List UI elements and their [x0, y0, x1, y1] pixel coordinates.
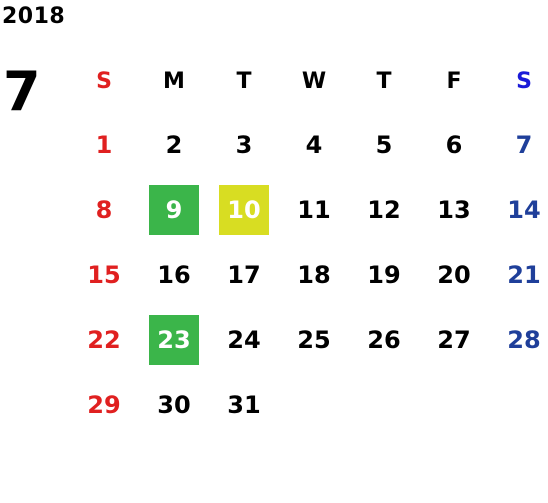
day-cell[interactable]: 13: [419, 177, 489, 242]
day-cell[interactable]: 20: [419, 242, 489, 307]
day-number: 29: [87, 390, 121, 419]
day-number-highlight-green: 9: [149, 184, 199, 235]
day-number: [289, 380, 339, 430]
day-cell[interactable]: 11: [279, 177, 349, 242]
day-number: 26: [367, 325, 401, 354]
day-cell[interactable]: 27: [419, 307, 489, 372]
day-number: 1: [95, 130, 113, 159]
day-number: 20: [437, 260, 471, 289]
day-cell[interactable]: 28: [489, 307, 548, 372]
day-number-highlight-yellow: 10: [219, 184, 269, 235]
day-number: [359, 380, 409, 430]
day-number: 13: [437, 195, 471, 224]
day-cell-highlighted[interactable]: 10: [209, 177, 279, 242]
weekday-friday: F: [446, 68, 462, 94]
week-row-4: 22 23 24 25 26 27 28: [69, 307, 548, 372]
weekday-wednesday: W: [301, 68, 327, 94]
day-cell[interactable]: 12: [349, 177, 419, 242]
day-number: 3: [235, 130, 253, 159]
day-cell-empty: [279, 372, 349, 437]
weekday-tuesday: T: [236, 68, 252, 94]
day-number: 4: [305, 130, 323, 159]
day-cell[interactable]: 26: [349, 307, 419, 372]
day-cell-empty: [489, 372, 548, 437]
day-number: 7: [515, 130, 533, 159]
day-number: 31: [227, 390, 261, 419]
day-number: [499, 380, 548, 430]
day-number: 28: [507, 325, 541, 354]
week-row-2: 8 9 10 11 12 13 14: [69, 177, 548, 242]
day-cell[interactable]: 6: [419, 112, 489, 177]
day-number: [429, 380, 479, 430]
week-row-5: 29 30 31: [69, 372, 548, 437]
day-cell[interactable]: 1: [69, 112, 139, 177]
day-cell[interactable]: 21: [489, 242, 548, 307]
day-number: 5: [375, 130, 393, 159]
day-number: 21: [507, 260, 541, 289]
day-cell[interactable]: 16: [139, 242, 209, 307]
day-cell[interactable]: 15: [69, 242, 139, 307]
day-cell[interactable]: 19: [349, 242, 419, 307]
day-number: 15: [87, 260, 121, 289]
week-row-3: 15 16 17 18 19 20 21: [69, 242, 548, 307]
weekday-monday: M: [163, 68, 185, 94]
day-number: 11: [297, 195, 331, 224]
day-number: 18: [297, 260, 331, 289]
day-cell[interactable]: 30: [139, 372, 209, 437]
day-cell[interactable]: 17: [209, 242, 279, 307]
day-cell[interactable]: 22: [69, 307, 139, 372]
weekday-sunday: S: [96, 68, 112, 94]
day-cell[interactable]: 29: [69, 372, 139, 437]
day-cell[interactable]: 25: [279, 307, 349, 372]
day-cell[interactable]: 3: [209, 112, 279, 177]
weekday-header-row: S M T W T F S: [69, 50, 548, 112]
day-number: 24: [227, 325, 261, 354]
day-number: 17: [227, 260, 261, 289]
day-number: 12: [367, 195, 401, 224]
day-cell[interactable]: 8: [69, 177, 139, 242]
month-number: 7: [3, 60, 41, 123]
day-cell-highlighted[interactable]: 23: [139, 307, 209, 372]
day-cell[interactable]: 24: [209, 307, 279, 372]
day-number-highlight-green: 23: [149, 314, 199, 365]
day-number: 27: [437, 325, 471, 354]
day-number: 19: [367, 260, 401, 289]
year-label: 2018: [2, 4, 66, 29]
day-number: 22: [87, 325, 121, 354]
day-cell[interactable]: 7: [489, 112, 548, 177]
day-cell-empty: [419, 372, 489, 437]
weekday-saturday: S: [516, 68, 532, 94]
day-cell[interactable]: 4: [279, 112, 349, 177]
day-cell[interactable]: 14: [489, 177, 548, 242]
day-number: 8: [95, 195, 113, 224]
day-number: 14: [507, 195, 541, 224]
day-cell[interactable]: 2: [139, 112, 209, 177]
day-cell[interactable]: 31: [209, 372, 279, 437]
day-cell-empty: [349, 372, 419, 437]
day-cell[interactable]: 5: [349, 112, 419, 177]
day-number: 25: [297, 325, 331, 354]
day-cell-highlighted[interactable]: 9: [139, 177, 209, 242]
day-number: 6: [445, 130, 463, 159]
calendar-grid: S M T W T F S 1 2 3 4 5 6 7 8 9 10 11 12…: [69, 50, 548, 437]
day-cell[interactable]: 18: [279, 242, 349, 307]
week-row-1: 1 2 3 4 5 6 7: [69, 112, 548, 177]
day-number: 16: [157, 260, 191, 289]
day-number: 2: [165, 130, 183, 159]
day-number: 30: [157, 390, 191, 419]
weekday-thursday: T: [376, 68, 392, 94]
